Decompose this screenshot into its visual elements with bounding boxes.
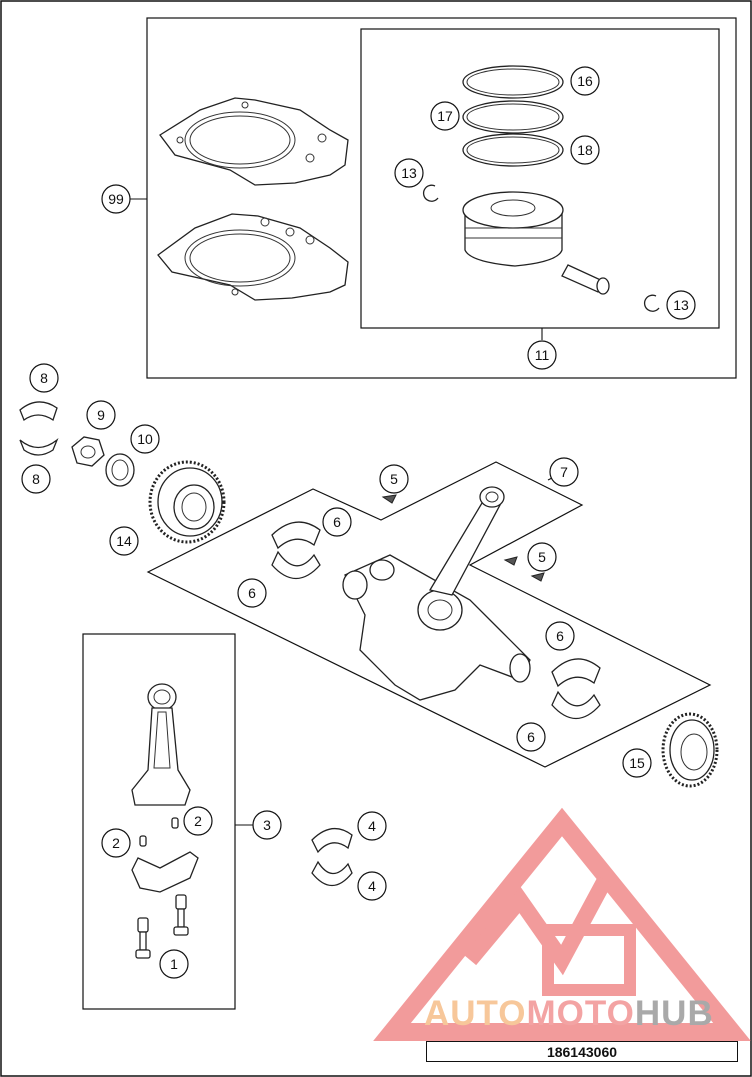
callout-13-right: 13 [666, 290, 696, 320]
svg-text:3: 3 [263, 817, 271, 833]
crankshaft-assembly [342, 486, 531, 701]
piston-ring-17 [462, 100, 564, 134]
svg-text:4: 4 [368, 818, 376, 834]
bearing-shell-6-upper-left [271, 521, 321, 550]
watermark-logo [373, 807, 751, 1041]
watermark-moto: MOTO [526, 994, 635, 1033]
callout-15: 15 [622, 748, 652, 778]
cylinder-base-gasket-lower [157, 213, 349, 301]
callout-5-lower: 5 [527, 542, 557, 572]
callout-14: 14 [109, 526, 139, 556]
piston-pin [561, 264, 610, 295]
bearing-shell-6-lower-left [271, 550, 321, 579]
callout-4-upper: 4 [357, 811, 387, 841]
callout-17: 17 [430, 101, 460, 131]
diagram-code-label: 186143060 [426, 1041, 738, 1062]
piston [462, 191, 564, 267]
svg-text:13: 13 [401, 165, 417, 181]
svg-text:6: 6 [556, 628, 564, 644]
svg-text:2: 2 [194, 813, 202, 829]
svg-text:6: 6 [527, 729, 535, 745]
callout-9: 9 [86, 400, 116, 430]
callout-18: 18 [570, 135, 600, 165]
svg-text:16: 16 [577, 73, 593, 89]
callout-11: 11 [527, 340, 557, 370]
hex-nut [71, 436, 105, 467]
gasket-set-box [146, 17, 737, 379]
svg-text:13: 13 [673, 297, 689, 313]
watermark-hub: HUB [634, 994, 714, 1033]
svg-text:11: 11 [535, 347, 550, 363]
con-rod-bolt-left [135, 917, 151, 959]
piston-kit-box [360, 28, 720, 329]
diagram-code: 186143060 [546, 1043, 618, 1060]
piston-ring-16 [462, 65, 564, 99]
svg-text:14: 14 [116, 533, 132, 549]
callout-6-lower-left: 6 [237, 578, 267, 608]
woodruff-key-5-upper [381, 494, 397, 504]
callout-8-lower: 8 [21, 464, 51, 494]
callout-99: 99 [101, 184, 131, 214]
svg-text:1: 1 [170, 956, 178, 972]
piston-ring-18 [462, 133, 564, 167]
callout-6-upper-left: 6 [322, 507, 352, 537]
callout-4-lower: 4 [357, 871, 387, 901]
svg-text:8: 8 [32, 471, 40, 487]
dowel-pin-2-right [171, 817, 179, 829]
watermark-text: AUTOMOTOHUB [424, 994, 714, 1034]
washer [105, 453, 135, 487]
connecting-rod-cap [131, 851, 199, 893]
callout-6-upper-right: 6 [545, 621, 575, 651]
callout-1: 1 [159, 949, 189, 979]
callout-3: 3 [252, 810, 282, 840]
bearing-shell-8-lower [19, 437, 59, 456]
bearing-shell-8-upper [19, 401, 58, 422]
crankshaft-gear-15 [661, 712, 719, 788]
callout-8-upper: 8 [29, 363, 59, 393]
svg-text:6: 6 [333, 514, 341, 530]
con-rod-bolt-right [173, 894, 189, 936]
crankshaft-group-box [146, 461, 712, 768]
svg-text:17: 17 [437, 108, 453, 124]
svg-text:5: 5 [538, 549, 546, 565]
watermark-auto: AUTO [424, 994, 527, 1033]
svg-text:5: 5 [390, 471, 398, 487]
primary-gear-14 [148, 460, 226, 544]
svg-text:15: 15 [629, 755, 645, 771]
piston-pin-circlip-right [643, 294, 660, 312]
callout-2-right: 2 [183, 806, 213, 836]
callout-6-lower-right: 6 [516, 722, 546, 752]
svg-text:10: 10 [137, 431, 153, 447]
woodruff-key-5-lower-b [530, 572, 545, 582]
connecting-rod-box [82, 633, 236, 1010]
woodruff-key-5-lower-a [503, 556, 518, 566]
svg-text:99: 99 [108, 191, 124, 207]
bearing-shell-4-lower [311, 860, 353, 887]
svg-text:18: 18 [577, 142, 593, 158]
svg-text:6: 6 [248, 585, 256, 601]
bearing-shell-6-lower-right [551, 690, 601, 719]
callout-16: 16 [570, 66, 600, 96]
bearing-shell-6-upper-right [551, 658, 601, 688]
svg-text:8: 8 [40, 370, 48, 386]
callout-5-upper: 5 [379, 464, 409, 494]
callout-7: 7 [549, 457, 579, 487]
callout-13-left: 13 [394, 158, 424, 188]
callout-2-left: 2 [101, 828, 131, 858]
svg-text:2: 2 [112, 835, 120, 851]
connecting-rod [131, 683, 191, 806]
piston-pin-circlip-left [422, 184, 439, 202]
svg-text:7: 7 [560, 464, 568, 480]
callout-10: 10 [130, 424, 160, 454]
cylinder-head-gasket-upper [159, 97, 349, 186]
svg-text:9: 9 [97, 407, 105, 423]
bearing-shell-4-upper [311, 828, 353, 854]
dowel-pin-2-left [139, 835, 147, 847]
svg-text:4: 4 [368, 878, 376, 894]
